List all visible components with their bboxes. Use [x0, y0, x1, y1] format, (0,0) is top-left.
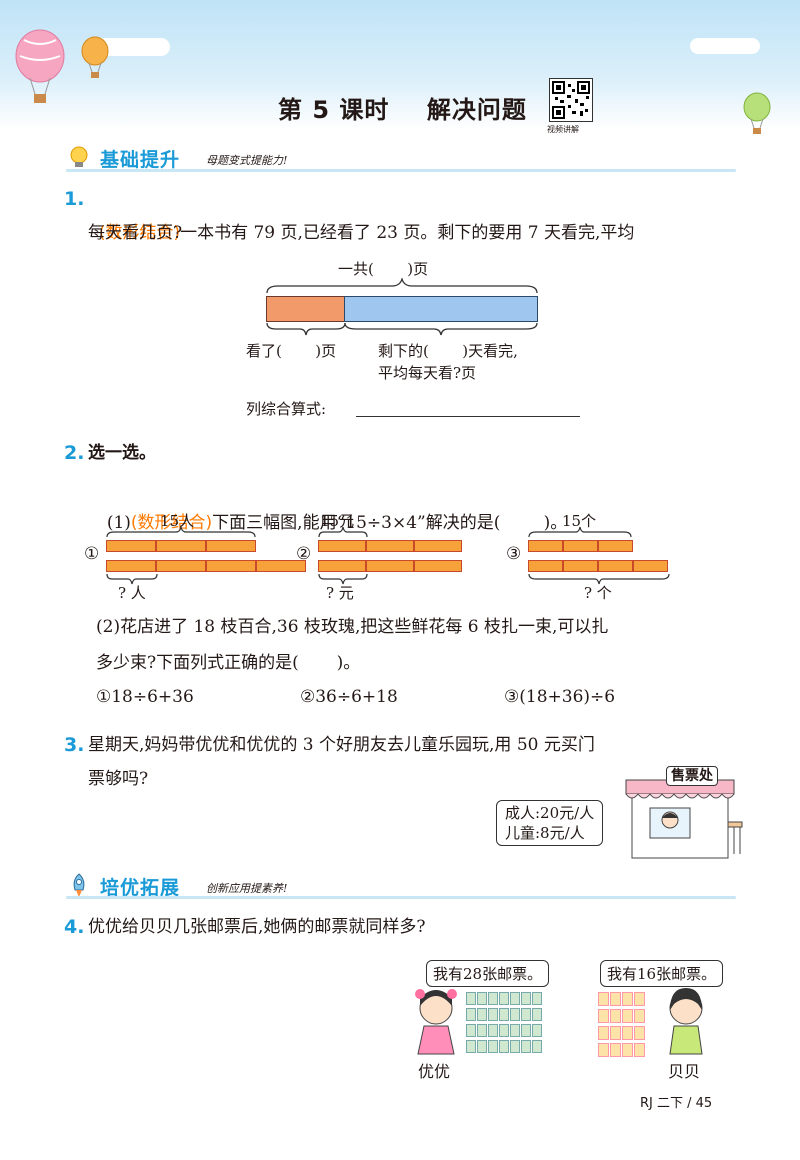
- fig3-bottom-label: ? 个: [584, 584, 612, 602]
- label-average: 平均每天看?页: [378, 364, 477, 382]
- hot-air-balloon-icon: [81, 36, 109, 78]
- brace-top: [266, 278, 538, 294]
- lightbulb-icon: [70, 146, 88, 167]
- question-4-line1: 优优给贝贝几张邮票后,她俩的邮票就同样多?: [88, 917, 426, 937]
- cloud-decoration: [690, 38, 760, 54]
- question-2-part2-line2: 多少束?下面列式正确的是( )。: [96, 653, 361, 673]
- fig2-bar-top: [318, 540, 462, 552]
- question-number-1: 1.: [64, 188, 85, 210]
- question-3-line2: 票够吗?: [88, 769, 149, 789]
- option-1[interactable]: ①18÷6+36: [96, 687, 194, 707]
- fig2-bottom-label: ? 元: [326, 584, 354, 602]
- price-board: 成人:20元/人 儿童:8元/人: [496, 800, 604, 846]
- fig3-top-label: 15个: [562, 512, 597, 530]
- ticket-booth-illustration: [625, 779, 743, 859]
- label-remaining: 剩下的( )天看完,: [378, 342, 518, 360]
- question-number-2: 2.: [64, 442, 85, 464]
- option-3[interactable]: ③(18+36)÷6: [504, 687, 616, 707]
- hot-air-balloon-icon: [15, 29, 65, 103]
- question-1-line1: (数形结合)一本书有 79 页,已经看了 23 页。剩下的要用 7 天看完,平均: [88, 182, 635, 250]
- page-title: 第 5 课时 解决问题: [278, 96, 527, 124]
- speech-bubble-youyou: 我有28张邮票。: [426, 960, 550, 987]
- fig2-brace-top: [318, 526, 368, 538]
- section-divider: [66, 896, 736, 899]
- fig1-brace-bottom: [106, 573, 158, 585]
- formula-answer-line[interactable]: [356, 416, 580, 417]
- section-title-basic: 基础提升: [100, 149, 181, 171]
- girl-youyou-illustration: [415, 989, 457, 1055]
- question-tag: (数形结合): [130, 513, 213, 533]
- stamps-beibei: [598, 992, 650, 1057]
- fig1-marker: ①: [84, 544, 100, 564]
- name-youyou: 优优: [418, 1062, 451, 1081]
- fig2-top-label: 15元: [320, 512, 355, 530]
- question-2-part2-line1: (2)花店进了 18 枝百合,36 枝玫瑰,把这些鲜花每 6 枝扎一束,可以扎: [96, 617, 609, 637]
- price-adult: 成人:20元/人: [505, 804, 595, 822]
- section-subtitle-advanced: 创新应用提素养!: [206, 882, 288, 895]
- fig1-bar-top: [106, 540, 256, 552]
- question-3-line1: 星期天,妈妈带优优和优优的 3 个好朋友去儿童乐园玩,用 50 元买门: [88, 735, 595, 755]
- hot-air-balloon-icon: [743, 92, 771, 134]
- brace-bottom-rest: [344, 322, 538, 336]
- brace-bottom-read: [266, 322, 346, 336]
- name-beibei: 贝贝: [668, 1062, 701, 1081]
- fig3-brace-bottom: [528, 573, 670, 585]
- stamps-youyou: [466, 992, 548, 1053]
- speech-bubble-beibei: 我有16张邮票。: [600, 960, 724, 987]
- header-background: [0, 0, 800, 130]
- question-2-title: 选一选。: [88, 443, 156, 463]
- bar-read-pages: [266, 296, 346, 322]
- fig3-brace-top: [528, 526, 632, 538]
- booth-sign: 售票处: [666, 766, 718, 786]
- question-number-3: 3.: [64, 734, 85, 756]
- section-divider: [66, 169, 736, 172]
- question-text: 下面三幅图,能用“15÷3×4”解决的是( )。: [212, 513, 568, 533]
- fig1-brace-top: [106, 526, 256, 538]
- page-footer: RJ 二下 / 45: [640, 1096, 713, 1111]
- rocket-icon: [73, 873, 85, 897]
- fig3-bar-bottom: [528, 560, 668, 572]
- fig3-marker: ③: [506, 544, 522, 564]
- girl-beibei-illustration: [669, 988, 703, 1055]
- fig2-marker: ②: [296, 544, 312, 564]
- qr-label: 视频讲解: [547, 125, 579, 134]
- section-title-advanced: 培优拓展: [100, 877, 181, 899]
- question-1-line2: 每天看几页?: [88, 223, 183, 243]
- fig2-brace-bottom: [318, 573, 368, 585]
- fig1-bar-bottom: [106, 560, 306, 572]
- question-text: 一本书有 79 页,已经看了 23 页。剩下的要用 7 天看完,平均: [180, 223, 635, 243]
- question-tag: (数形结合): [98, 223, 181, 243]
- fig1-bottom-label: ? 人: [118, 584, 146, 602]
- question-number-4: 4.: [64, 916, 85, 938]
- part-number: (1): [106, 513, 131, 533]
- price-child: 儿童:8元/人: [505, 824, 585, 842]
- bar-remaining-pages: [344, 296, 538, 322]
- fig3-bar-top: [528, 540, 633, 552]
- option-2[interactable]: ②36÷6+18: [300, 687, 398, 707]
- label-read-pages: 看了( )页: [246, 342, 337, 360]
- label-total-pages: 一共( )页: [338, 260, 429, 278]
- qr-code-icon[interactable]: [549, 78, 593, 122]
- fig1-top-label: 15人: [160, 512, 195, 530]
- cloud-decoration: [90, 38, 170, 56]
- question-2-part1: (1)(数形结合)下面三幅图,能用“15÷3×4”解决的是( )。: [96, 472, 567, 540]
- section-subtitle-basic: 母题变式提能力!: [206, 154, 288, 167]
- formula-label: 列综合算式:: [246, 400, 327, 418]
- fig2-bar-bottom: [318, 560, 462, 572]
